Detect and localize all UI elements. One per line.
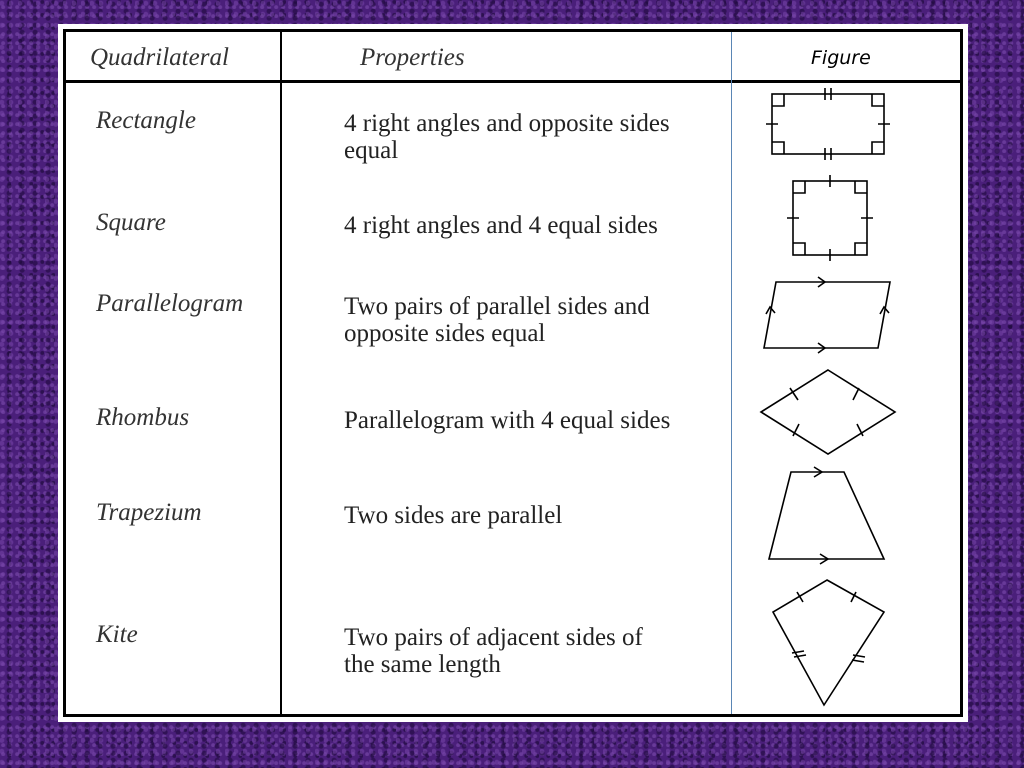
header-quadrilateral: Quadrilateral: [90, 44, 229, 71]
slide: Quadrilateral Properties Figure Rectangl…: [58, 24, 968, 722]
header-divider: [66, 80, 960, 83]
header-figure: Figure: [811, 47, 871, 69]
row-name-rhombus: Rhombus: [96, 404, 190, 431]
rectangle-icon: [766, 88, 890, 160]
row-properties-kite: Two pairs of adjacent sides of the same …: [344, 624, 643, 678]
row-properties-rectangle: 4 right angles and opposite sides equal: [344, 110, 670, 164]
row-name-parallelogram: Parallelogram: [96, 290, 244, 317]
row-properties-square: 4 right angles and 4 equal sides: [344, 212, 658, 239]
quadrilateral-table: Quadrilateral Properties Figure Rectangl…: [63, 29, 963, 717]
row-properties-rhombus: Parallelogram with 4 equal sides: [344, 407, 671, 434]
rhombus-icon: [759, 369, 897, 455]
trapezium-icon: [767, 466, 886, 565]
row-properties-parallelogram: Two pairs of parallel sides and opposite…: [344, 293, 650, 347]
row-name-kite: Kite: [96, 621, 138, 648]
row-name-rectangle: Rectangle: [96, 107, 196, 134]
row-name-square: Square: [96, 209, 166, 236]
parallelogram-icon: [763, 276, 891, 354]
row-properties-trapezium: Two sides are parallel: [344, 502, 563, 529]
header-properties: Properties: [360, 44, 465, 71]
figure-column-divider: [731, 32, 732, 714]
column-divider: [280, 32, 282, 714]
kite-icon: [771, 579, 886, 707]
square-icon: [787, 175, 873, 261]
row-name-trapezium: Trapezium: [96, 499, 202, 526]
